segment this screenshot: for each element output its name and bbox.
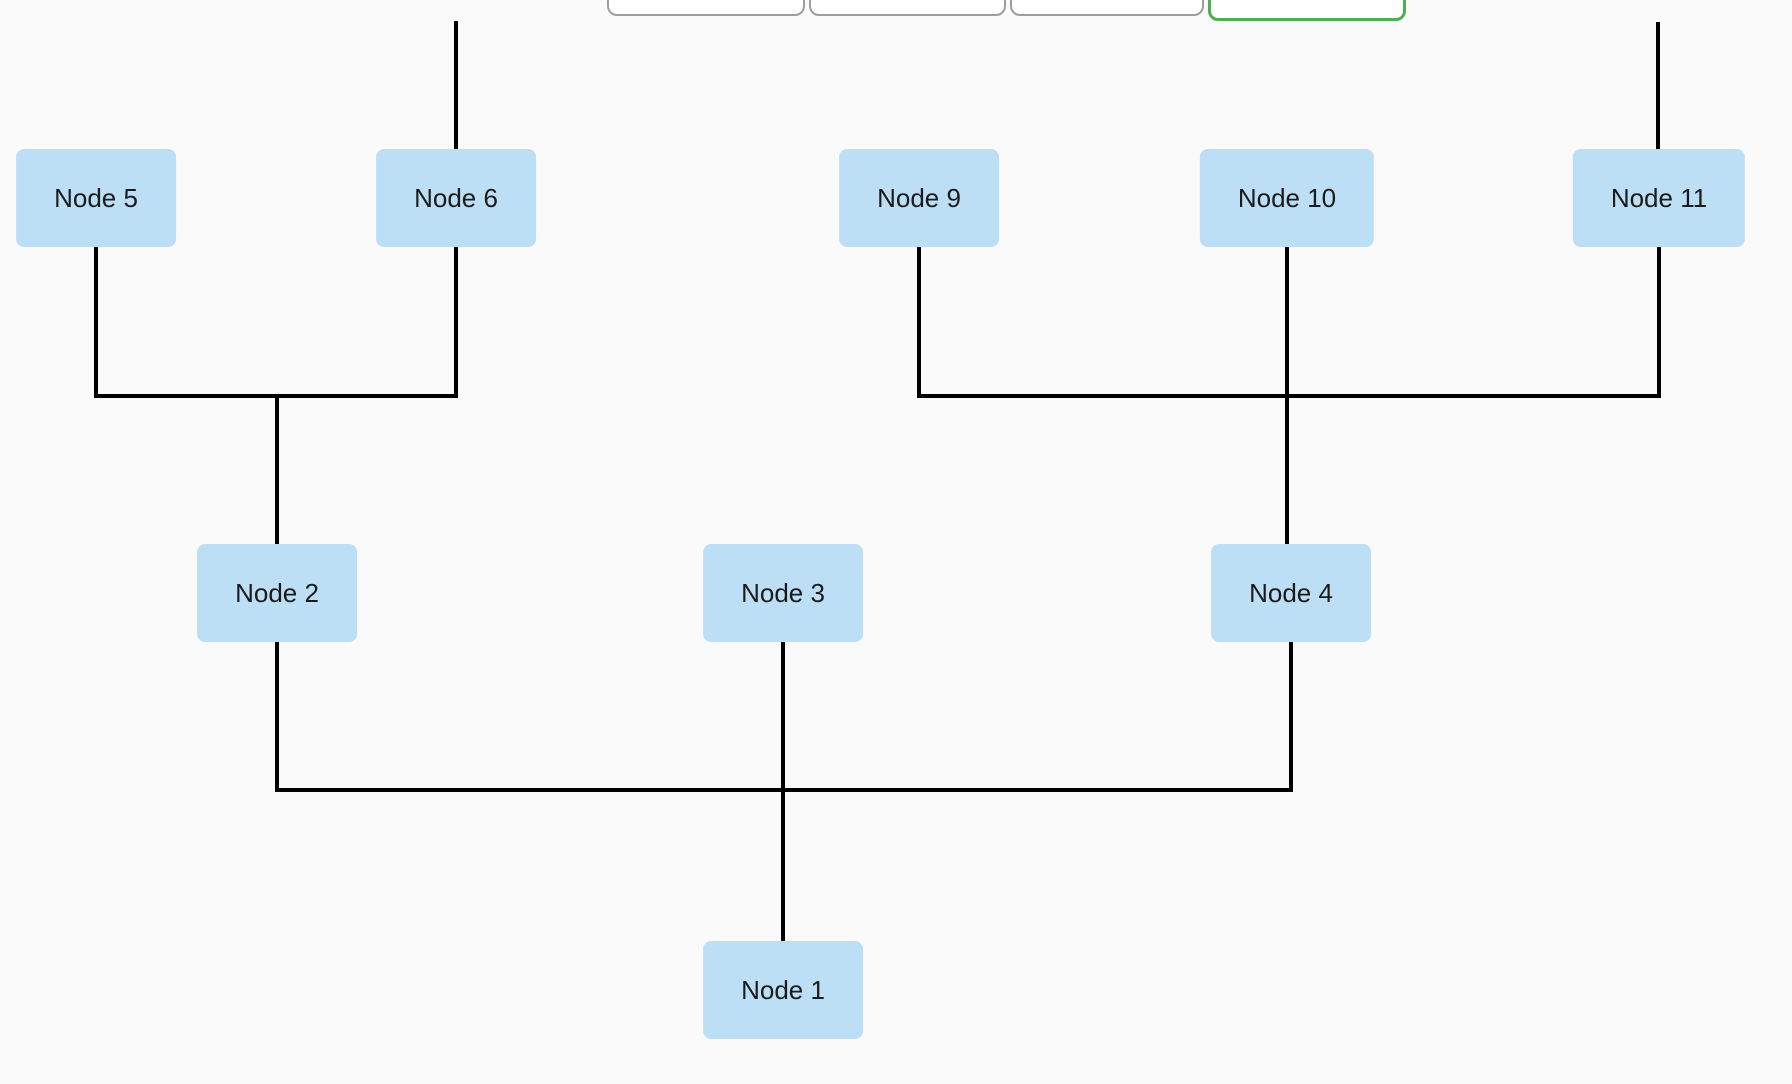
node-5-label: Node 5 (54, 183, 138, 213)
toolbar-button-3[interactable] (1010, 0, 1204, 16)
edge-down-to-node-2 (275, 394, 279, 545)
node-9-label: Node 9 (877, 183, 961, 213)
node-11[interactable]: Node 11 (1572, 149, 1746, 247)
node-2[interactable]: Node 2 (197, 544, 357, 642)
node-2-label: Node 2 (235, 578, 319, 608)
node-9[interactable]: Node 9 (839, 149, 999, 247)
node-4[interactable]: Node 4 (1211, 544, 1371, 642)
node-10-label: Node 10 (1237, 183, 1337, 213)
edge-node-2-down (275, 642, 279, 792)
edge-node-11-down (1657, 246, 1661, 398)
node-3-label: Node 3 (741, 578, 825, 608)
edge-node-4-down (1289, 642, 1293, 792)
edge-node-3-to-node-1 (781, 642, 785, 942)
node-1-label: Node 1 (741, 975, 825, 1005)
toolbar-button-1[interactable] (607, 0, 805, 16)
node-4-label: Node 4 (1249, 578, 1333, 608)
node-11-label: Node 11 (1610, 183, 1708, 213)
edge-node-5-down (94, 246, 98, 398)
edge-right-connector (917, 394, 1661, 398)
edge-node-9-down (917, 246, 921, 398)
node-1[interactable]: Node 1 (703, 941, 863, 1039)
edge-offscreen-above-node-11 (1656, 22, 1660, 149)
toolbar-button-4[interactable] (1208, 0, 1406, 21)
node-3[interactable]: Node 3 (703, 544, 863, 642)
edge-node-6-down (454, 246, 458, 398)
edge-offscreen-above-node-6 (454, 21, 458, 149)
edge-node-10-to-node-4 (1285, 246, 1289, 545)
node-6-label: Node 6 (414, 183, 498, 213)
node-10[interactable]: Node 10 (1199, 149, 1375, 247)
toolbar-button-2[interactable] (809, 0, 1006, 16)
node-5[interactable]: Node 5 (16, 149, 176, 247)
node-6[interactable]: Node 6 (376, 149, 536, 247)
